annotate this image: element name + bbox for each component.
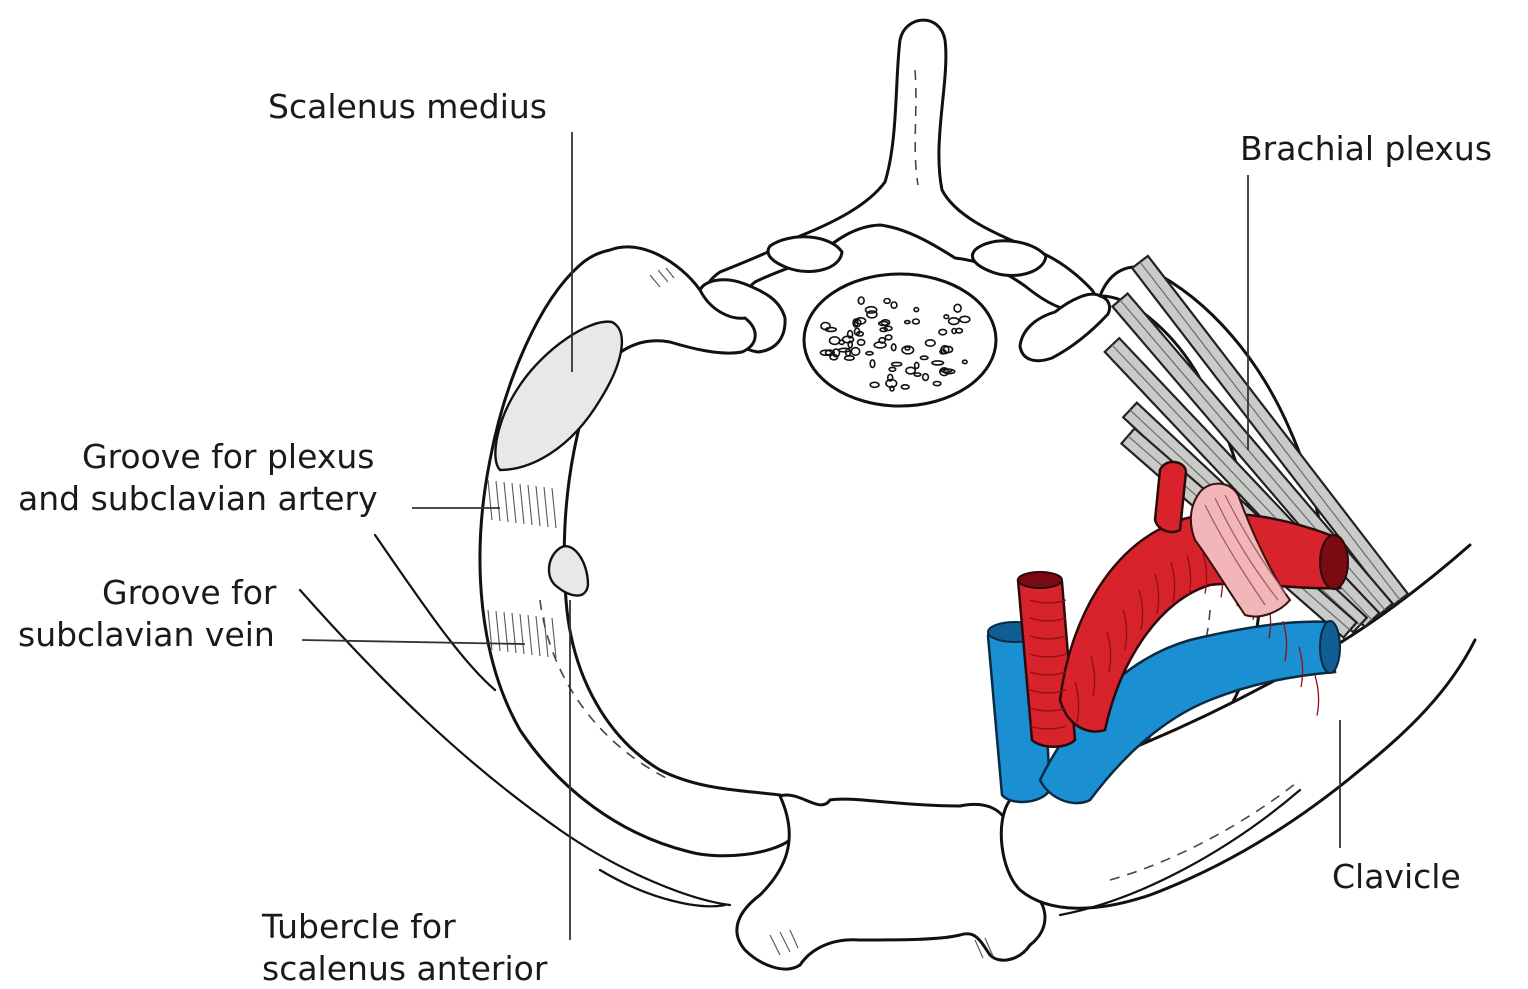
label-groove-plexus-line1: Groove for plexus	[82, 437, 374, 476]
artery-lumen-right	[1320, 535, 1348, 589]
label-groove-vein-line1: Groove for	[102, 573, 277, 612]
label-scalenus-medius: Scalenus medius	[268, 87, 547, 126]
right-transverse-process	[1020, 294, 1110, 360]
label-groove-plexus-line2: and subclavian artery	[18, 479, 378, 518]
label-brachial-plexus: Brachial plexus	[1240, 129, 1492, 168]
vertebra	[700, 20, 1110, 406]
carotid-lumen	[1018, 572, 1062, 588]
vein-lumen-right	[1320, 621, 1340, 673]
vertebral-artery-branch	[1155, 462, 1186, 532]
label-groove-vein-line2: subclavian vein	[18, 615, 275, 654]
label-tubercle-line2: scalenus anterior	[262, 949, 548, 988]
right-articular-facet	[972, 241, 1046, 276]
scalenus-medius-insertion	[495, 322, 622, 470]
label-clavicle: Clavicle	[1332, 857, 1461, 896]
left-lower-outline	[375, 535, 495, 690]
left-rib-body	[480, 247, 799, 856]
left-first-rib	[480, 247, 799, 856]
label-tubercle-line1: Tubercle for	[261, 907, 456, 946]
vertebral-body	[804, 274, 996, 406]
